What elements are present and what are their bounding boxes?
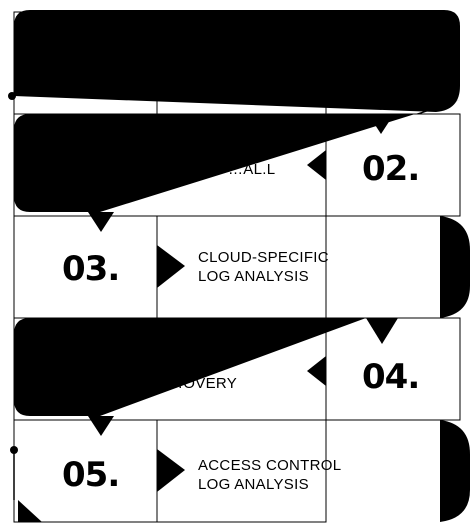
corner-slash (18, 500, 42, 522)
step-label-4: …OVERY (168, 375, 238, 392)
pointer-triangles (88, 114, 398, 436)
swoosh-shape-1 (14, 10, 460, 112)
arrow-markers (157, 150, 326, 492)
swoosh-shape-2 (14, 100, 460, 212)
swoosh-shape-3 (14, 318, 366, 416)
connector-dot-top (8, 92, 16, 100)
step-number-3: 03. (62, 249, 120, 289)
step-number-4: 04. (362, 357, 420, 397)
step-number-2: 02. (362, 149, 420, 189)
right-cap-row-3 (440, 216, 470, 318)
right-cap-row-5 (440, 420, 470, 522)
step-label-5: ACCESS CONTROL LOG ANALYSIS (198, 457, 342, 493)
step-label-3: CLOUD-SPECIFIC LOG ANALYSIS (198, 249, 329, 285)
step-number-5: 05. (62, 455, 120, 495)
step-label-2: …AL.L (228, 161, 276, 178)
